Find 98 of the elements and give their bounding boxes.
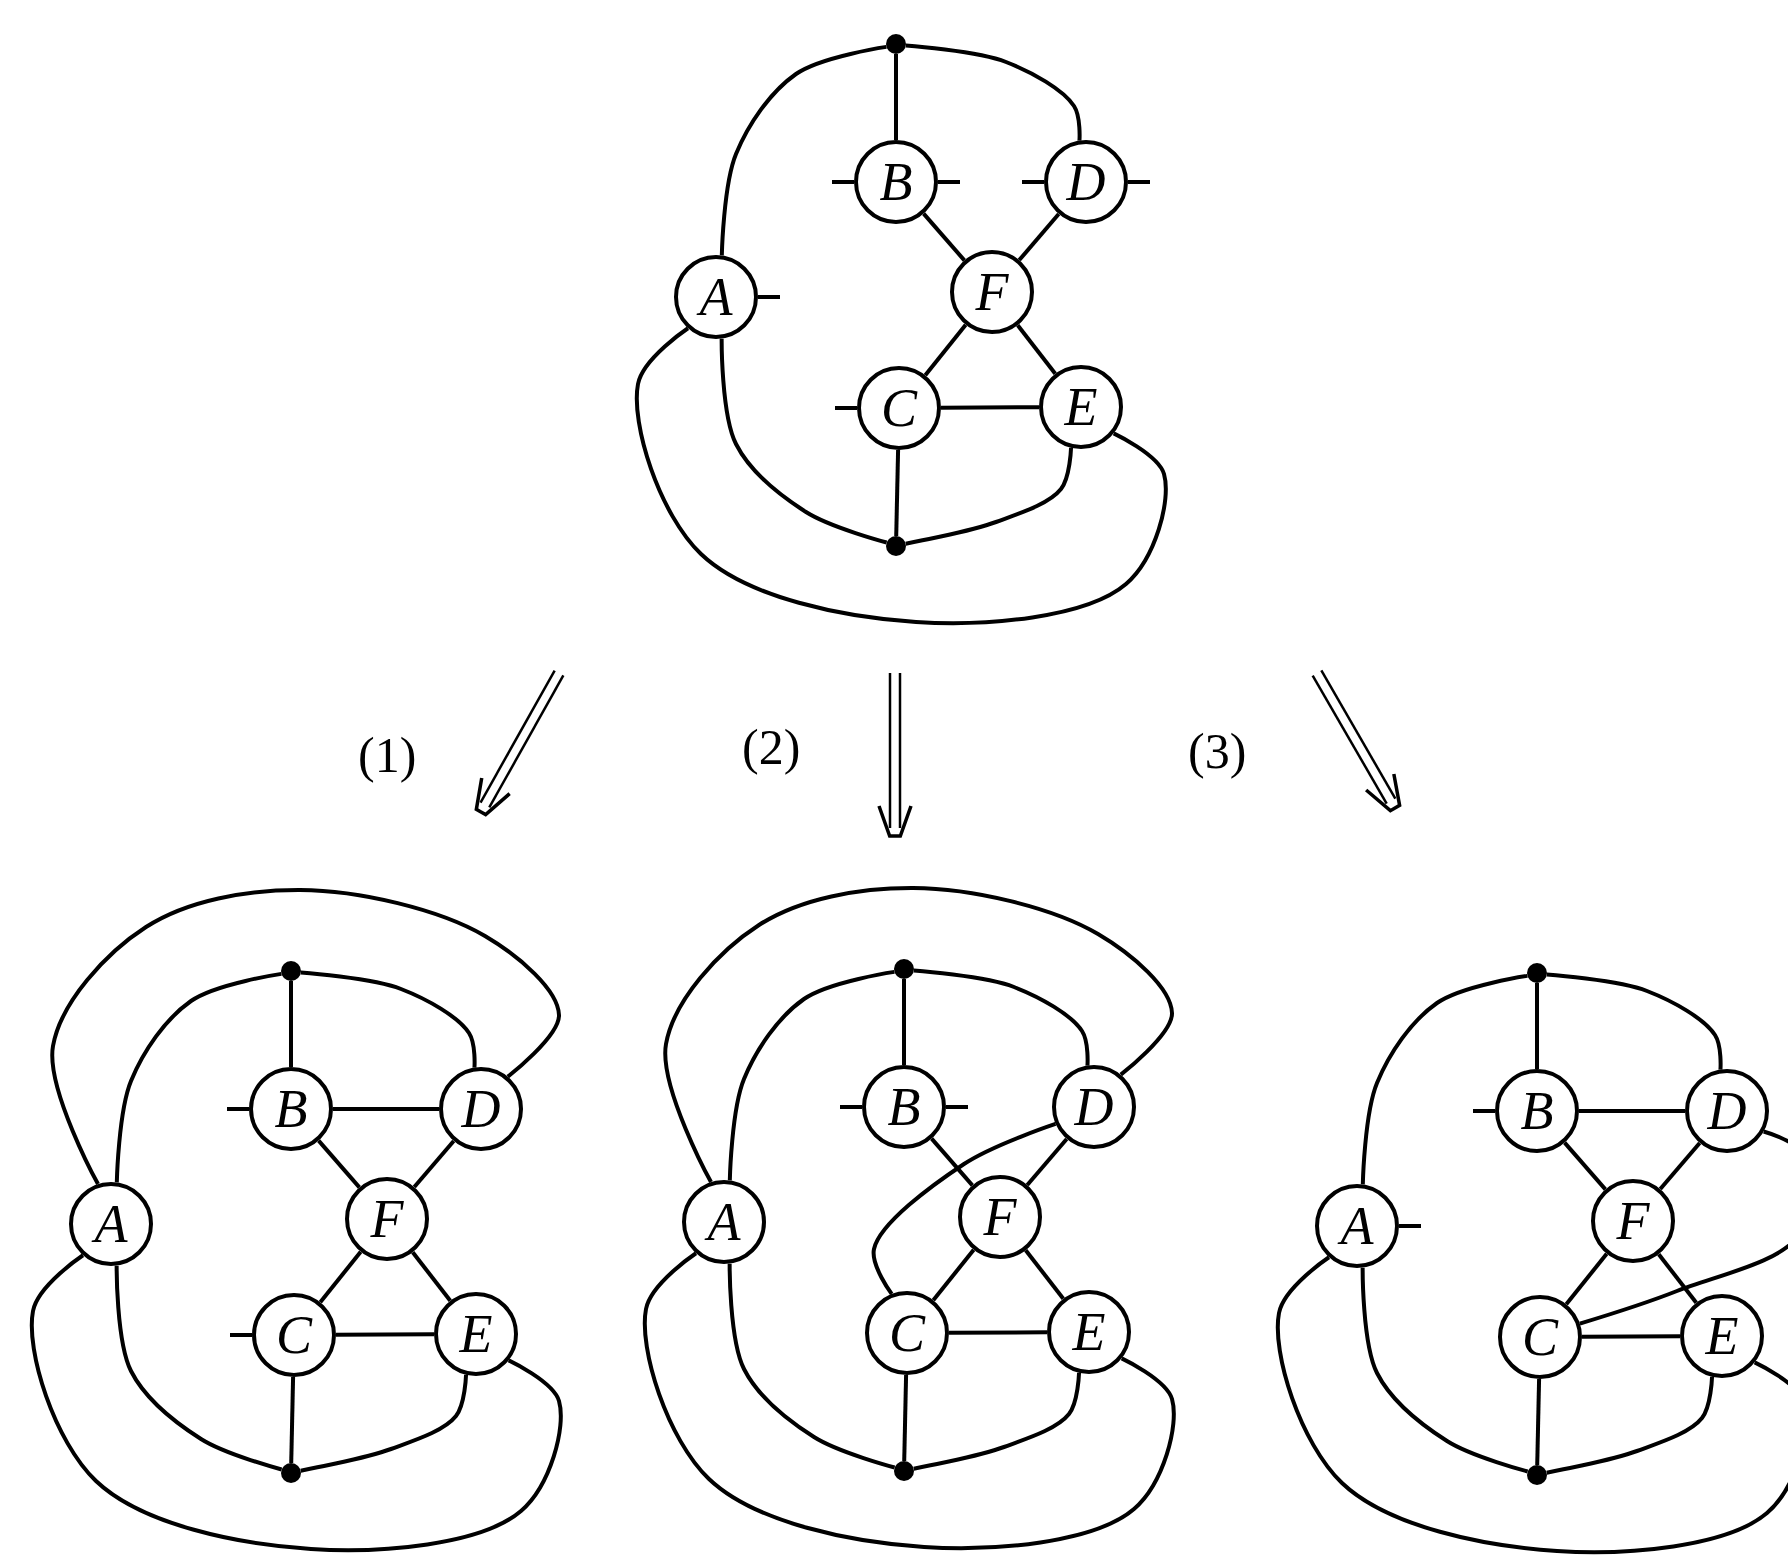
graph-edge bbox=[412, 1139, 456, 1189]
vertex-circle: E bbox=[1039, 365, 1123, 449]
graph-edge bbox=[1276, 1255, 1788, 1555]
graph-edge bbox=[289, 981, 293, 1067]
graph-edge bbox=[727, 969, 895, 1181]
vertex-circle: B bbox=[862, 1065, 946, 1149]
vertex-circle: A bbox=[69, 1182, 153, 1266]
vertex-circle: A bbox=[674, 255, 758, 339]
graph-edge bbox=[1564, 1252, 1609, 1306]
graph-edge bbox=[411, 1251, 452, 1302]
vertex-circle: A bbox=[1315, 1184, 1399, 1268]
half-edge-stub bbox=[946, 1105, 968, 1109]
junction-dot bbox=[1527, 1465, 1547, 1485]
graph-edge bbox=[1025, 1137, 1069, 1187]
graph-edge bbox=[1016, 324, 1057, 375]
vertex-circle: F bbox=[345, 1177, 429, 1261]
vertex-circle: E bbox=[1680, 1294, 1764, 1378]
graph-edge bbox=[1360, 973, 1528, 1185]
graph-edge bbox=[1579, 1109, 1685, 1113]
half-edge-stub bbox=[1399, 1224, 1421, 1228]
vertex-circle: E bbox=[434, 1292, 518, 1376]
vertex-circle: B bbox=[249, 1067, 333, 1151]
junction-dot bbox=[281, 961, 301, 981]
vertex-circle: F bbox=[958, 1175, 1042, 1259]
graph-edge bbox=[289, 1376, 296, 1464]
graph-edge bbox=[663, 886, 1174, 1183]
graph-edge bbox=[1360, 1267, 1529, 1474]
graph-edge bbox=[931, 1248, 976, 1302]
graph-edge bbox=[333, 1107, 439, 1111]
graph-edge bbox=[1563, 1141, 1607, 1191]
graph-edge bbox=[719, 338, 888, 545]
vertex-circle: D bbox=[1044, 140, 1128, 224]
vertex-circle: C bbox=[857, 366, 941, 450]
half-edge-stub bbox=[1128, 180, 1150, 184]
graph-edge bbox=[1535, 1378, 1542, 1466]
junction-dot bbox=[886, 34, 906, 54]
graph-edge bbox=[1582, 1334, 1680, 1339]
half-edge-stub bbox=[832, 180, 854, 184]
graph-edge bbox=[930, 1137, 974, 1187]
vertex-circle: D bbox=[439, 1067, 523, 1151]
graph-edge bbox=[1024, 1249, 1065, 1300]
half-edge-stub bbox=[758, 295, 780, 299]
graph-edge bbox=[317, 1139, 361, 1189]
graph-edge bbox=[1546, 972, 1723, 1070]
junction-dot bbox=[1527, 963, 1547, 983]
graph-edge bbox=[894, 449, 901, 537]
half-edge-stub bbox=[230, 1333, 252, 1337]
graph-edge bbox=[336, 1332, 434, 1337]
graph-edge bbox=[905, 447, 1074, 546]
graph-edge bbox=[300, 970, 477, 1068]
half-edge-stub bbox=[835, 406, 857, 410]
vertex-circle: C bbox=[1498, 1295, 1582, 1379]
graph-edge bbox=[1535, 983, 1539, 1069]
graph-edge bbox=[922, 212, 966, 262]
graph-edge bbox=[727, 1263, 896, 1470]
vertex-circle: F bbox=[950, 250, 1034, 334]
junction-dot bbox=[894, 1461, 914, 1481]
half-edge-stub bbox=[938, 180, 960, 184]
vertex-circle: C bbox=[865, 1291, 949, 1375]
half-edge-stub bbox=[1473, 1109, 1495, 1113]
graph-edge bbox=[635, 326, 1168, 626]
vertex-circle: D bbox=[1052, 1065, 1136, 1149]
graph-edge bbox=[114, 971, 282, 1183]
vertex-circle: F bbox=[1591, 1179, 1675, 1263]
junction-dot bbox=[894, 959, 914, 979]
graph-edge bbox=[1546, 1376, 1715, 1475]
graph-edge bbox=[894, 54, 898, 140]
vertex-circle: B bbox=[854, 140, 938, 224]
graph-edge bbox=[902, 1374, 909, 1462]
graph-edge bbox=[300, 1374, 469, 1473]
half-edge-stub bbox=[840, 1105, 862, 1109]
graph-edge bbox=[949, 1330, 1047, 1335]
vertex-circle: E bbox=[1047, 1290, 1131, 1374]
graph-edge bbox=[913, 968, 1090, 1066]
graph-edge bbox=[1017, 212, 1061, 262]
vertex-circle: C bbox=[252, 1293, 336, 1377]
half-edge-stub bbox=[227, 1107, 249, 1111]
graph-edge bbox=[1579, 1129, 1788, 1326]
vertex-circle: D bbox=[1685, 1069, 1769, 1153]
graph-edge bbox=[871, 1121, 1057, 1296]
graph-edge bbox=[905, 43, 1082, 141]
graph-edge bbox=[941, 405, 1039, 410]
vertex-circle: B bbox=[1495, 1069, 1579, 1153]
graph-edge bbox=[643, 1251, 1176, 1551]
vertex-circle: A bbox=[682, 1180, 766, 1264]
junction-dot bbox=[886, 536, 906, 556]
graph-edge bbox=[50, 888, 561, 1185]
graph-edge bbox=[1658, 1141, 1702, 1191]
graph-edge bbox=[30, 1253, 563, 1553]
graph-edge bbox=[719, 44, 887, 256]
graph-edge bbox=[923, 323, 968, 377]
graph-edge bbox=[902, 979, 906, 1065]
graph-edge bbox=[913, 1372, 1082, 1471]
graph-edge bbox=[318, 1250, 363, 1304]
graph-edge bbox=[1657, 1253, 1698, 1304]
graph-edge bbox=[114, 1265, 283, 1472]
half-edge-stub bbox=[1022, 180, 1044, 184]
junction-dot bbox=[281, 1463, 301, 1483]
